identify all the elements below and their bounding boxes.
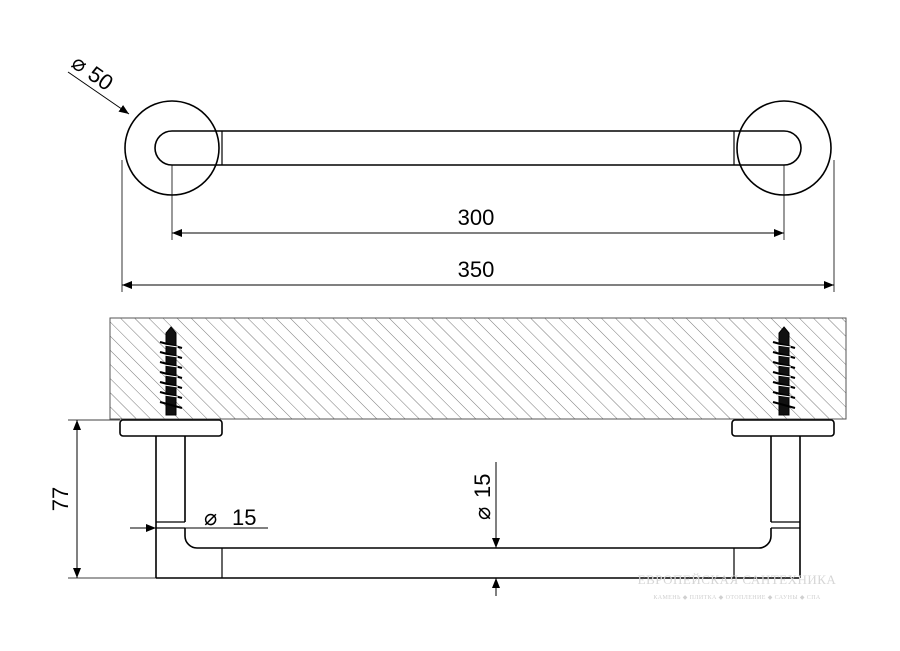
side-view: 77 ⌀ 15 ⌀ 15 ЕВРОПЕЙСКАЯ САНТЕХНИКА КАМЕ… [48,317,847,601]
right-base-plate [731,419,835,437]
right-post [733,436,801,579]
left-screw [159,326,183,416]
watermark-brand: ЕВРОПЕЙСКАЯ САНТЕХНИКА [638,572,837,587]
post-diameter-label: 15 [232,505,256,530]
dimension-300-label: 300 [458,205,495,230]
left-post [155,436,223,579]
svg-text:15: 15 [470,474,495,498]
wall-hatched [109,317,847,420]
left-base-plate [119,419,223,437]
right-bar-end [734,130,802,166]
svg-text:50: 50 [84,61,118,96]
dimension-350-label: 350 [458,257,495,282]
dimension-77-label: 77 [48,487,73,511]
svg-text:⌀: ⌀ [470,507,495,520]
left-bar-end [154,130,222,166]
diameter-50-leader [67,71,130,115]
top-view: ⌀ 50 300 350 [67,50,835,292]
post-diameter-symbol: ⌀ [204,505,217,530]
right-screw [772,326,796,416]
watermark-tagline: КАМЕНЬ ◆ ПЛИТКА ◆ ОТОПЛЕНИЕ ◆ САУНЫ ◆ СП… [653,595,821,601]
bar-diameter-label: ⌀ 15 [470,474,495,520]
